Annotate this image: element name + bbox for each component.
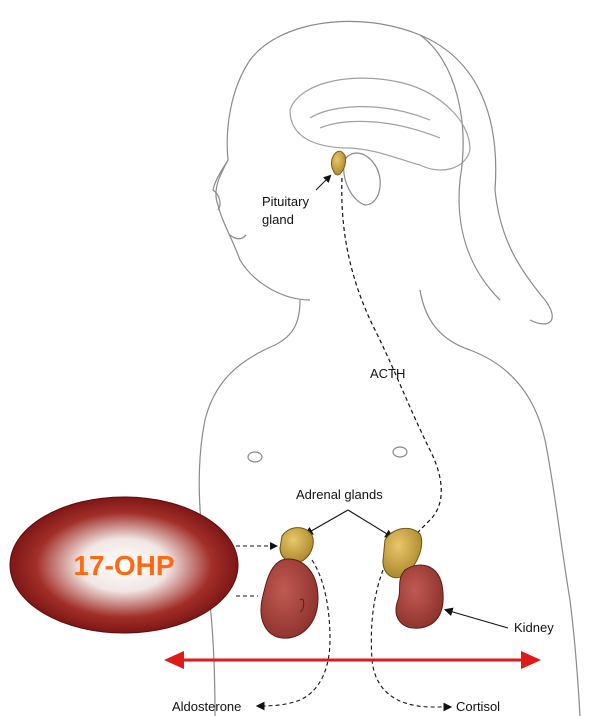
pituitary-pointer — [316, 176, 330, 190]
adrenal-glands-label: Adrenal glands — [296, 487, 383, 502]
pituitary-label-line2: gland — [262, 212, 294, 227]
red-double-arrow — [164, 651, 541, 669]
acth-pathway — [342, 178, 441, 540]
left-adrenal-gland — [280, 528, 313, 563]
adrenal-pointer-right — [348, 510, 392, 537]
acth-label: ACTH — [370, 366, 405, 381]
badge-text: 17-OHP — [73, 550, 174, 581]
left-kidney — [261, 559, 318, 638]
right-kidney — [396, 565, 443, 628]
kidney-label: Kidney — [514, 620, 554, 635]
kidney-pointer — [446, 610, 508, 628]
pituitary-label-line1: Pituitary — [262, 194, 309, 209]
adrenal-pointer-left — [306, 510, 348, 534]
17-ohp-badge: 17-OHP — [10, 497, 238, 633]
aldosterone-label: Aldosterone — [172, 699, 241, 714]
cortisol-label: Cortisol — [456, 699, 500, 714]
